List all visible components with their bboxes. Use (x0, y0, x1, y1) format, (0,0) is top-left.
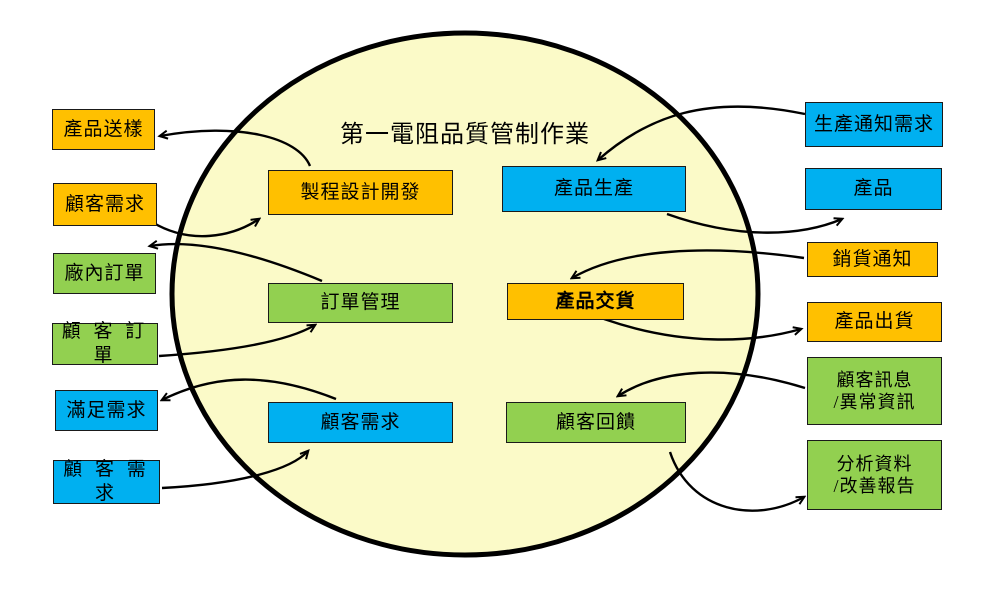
arrow-feedback-to-analysis-report (668, 451, 804, 512)
sales-notice-box: 銷貨通知 (807, 242, 938, 277)
customer-info-abnormal-box: 顧客訊息 /異常資訊 (807, 357, 942, 425)
factory-order-box: 廠內訂單 (53, 253, 156, 294)
arrow-delivery-to-shipment (603, 317, 801, 341)
arrow-order-mgmt-to-factory-order (150, 244, 323, 283)
customer-needs-box-inside: 顧客需求 (268, 402, 453, 443)
production-notice-box: 生產通知需求 (805, 102, 943, 147)
product-shipment-box: 產品出貨 (807, 302, 942, 342)
customer-needs-box-bottom: 顧 客 需 求 (53, 459, 160, 504)
process-design-development-box: 製程設計開發 (268, 170, 453, 215)
arrow-production-to-product (666, 212, 842, 234)
arrow-production-notice-to-production (598, 105, 806, 160)
analysis-improvement-report-box: 分析資料 /改善報告 (807, 440, 942, 510)
arrow-customer-order-to-order-mgmt (158, 325, 315, 358)
diagram-title: 第一電阻品質管制作業 (340, 122, 590, 148)
arrow-sales-notice-to-delivery (572, 249, 805, 278)
customer-order-box: 顧 客 訂 單 (52, 321, 158, 366)
arrow-customer-needs-to-satisfy-needs (162, 378, 337, 400)
arrow-design-to-product-sample (160, 129, 312, 167)
arrow-customer-info-to-feedback (618, 371, 806, 396)
product-delivery-box: 產品交貨 (507, 283, 684, 320)
arrow-customer-req-to-design (151, 219, 259, 238)
customer-requirement-box-top: 顧客需求 (53, 183, 157, 226)
satisfy-needs-box: 滿足需求 (55, 390, 158, 431)
product-production-box: 產品生產 (502, 166, 686, 212)
product-box: 產品 (805, 168, 942, 210)
order-management-box: 訂單管理 (268, 283, 453, 323)
product-sample-box: 產品送樣 (52, 109, 155, 150)
customer-feedback-box: 顧客回饋 (506, 402, 686, 443)
arrow-customer-needs-outer-to-inner (161, 451, 308, 490)
